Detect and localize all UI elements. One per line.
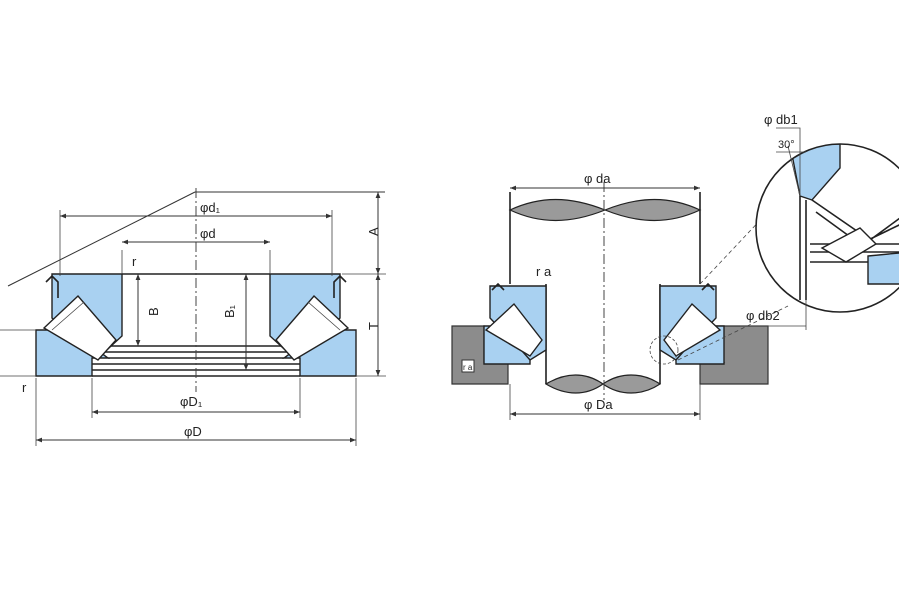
label-angle: 30° [778, 139, 795, 151]
label-r-left: r [22, 380, 27, 395]
housing-marker [461, 359, 475, 373]
magnified-detail [755, 143, 899, 313]
dim-line-diagonal [7, 191, 196, 287]
detail-circle-outline [755, 143, 899, 313]
cage-edges-r [491, 282, 715, 291]
label-B1: B₁ [222, 304, 237, 318]
detail-roller [820, 227, 878, 263]
dim-r-ext [0, 329, 36, 377]
label-d: φd [200, 226, 216, 241]
shaft-top [509, 192, 701, 284]
dim-db2-leader [740, 300, 807, 330]
left-section-view: φd₁ φd r A T B B₁ r φD₁ φD [0, 188, 386, 446]
roller-right [275, 294, 350, 361]
dim-D-ext [35, 378, 357, 446]
shaft-break-bottom [544, 374, 662, 394]
roller-hatch [51, 301, 341, 331]
detail-shaft-edge [799, 196, 807, 300]
label-B: B [146, 307, 161, 316]
roller-left [42, 294, 117, 361]
label-Da: φ Da [584, 397, 613, 412]
right-mounting-view: r a φ da r a φ Da [451, 112, 899, 420]
label-A: A [366, 227, 381, 236]
label-ra-small: r a [463, 363, 473, 372]
label-T: T [366, 322, 381, 330]
detail-leader-top [699, 213, 767, 285]
detail-washer-top [789, 144, 841, 201]
dim-db1-leader [776, 127, 801, 196]
roller-left-r [484, 302, 543, 357]
label-D: φD [184, 424, 202, 439]
label-d1: φd₁ [200, 200, 221, 215]
label-db2: φ db2 [746, 308, 780, 323]
cage-edges [45, 274, 347, 298]
detail-washer-bottom [867, 249, 899, 285]
label-D1: φD₁ [180, 394, 203, 409]
bore-ext [121, 250, 271, 274]
dim-d1-ext [59, 210, 333, 276]
dim-angle-ray [787, 145, 801, 197]
shaft-lower [545, 284, 661, 384]
label-r-top: r [132, 254, 137, 269]
detail-circle [649, 335, 679, 365]
label-da: φ da [584, 171, 611, 186]
shaft-break-top [508, 198, 702, 222]
label-ra: r a [536, 264, 552, 279]
label-db1: φ db1 [764, 112, 798, 127]
roller-right-r [663, 302, 722, 357]
